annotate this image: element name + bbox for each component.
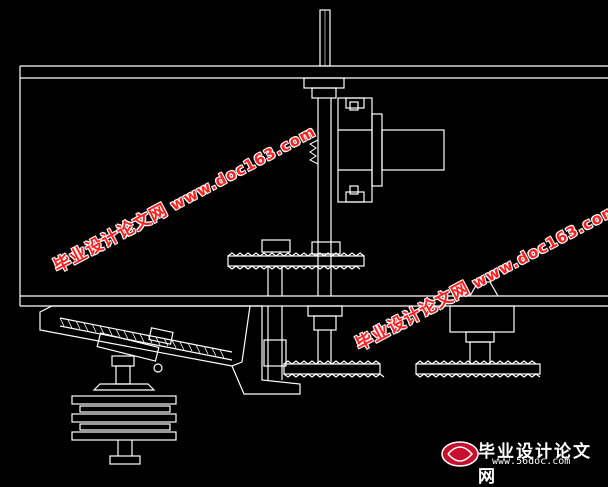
cad-drawing: 毕业设计论文网 www.doc163.com 毕业设计论文网 www.doc16…: [19, 9, 608, 487]
vertical-shaft: [303, 9, 345, 296]
upper-sprocket: [227, 239, 365, 296]
site-logo-icon: [441, 441, 479, 467]
motor: [337, 97, 445, 203]
worm-gear: [309, 139, 319, 165]
right-unit: [415, 281, 541, 378]
mechanism-drawing: [19, 9, 608, 465]
lower-sprocket: [263, 305, 385, 380]
inclined-chute: [39, 305, 301, 395]
logo-url: www.56doc.com: [492, 456, 571, 467]
pulley-assembly: [71, 332, 177, 465]
